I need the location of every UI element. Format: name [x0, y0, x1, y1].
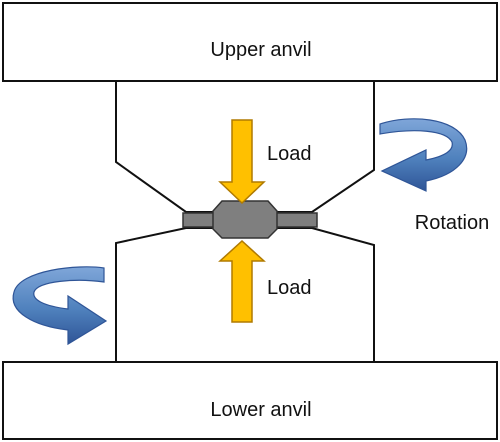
lower-anvil-label: Lower anvil — [210, 399, 311, 421]
lower-anvil-block — [2, 361, 498, 440]
sample-disc — [182, 200, 318, 239]
load-bottom-label: Load — [267, 277, 312, 299]
load-top-label: Load — [267, 143, 312, 165]
rotation-arrow-right-icon — [379, 118, 468, 192]
rotation-arrow-left-icon — [12, 266, 108, 346]
rotation-label: Rotation — [415, 212, 490, 234]
upper-anvil-label: Upper anvil — [210, 39, 311, 61]
load-arrow-bottom-icon — [218, 239, 266, 323]
upper-anvil-block — [2, 2, 498, 82]
load-arrow-top-icon — [218, 119, 266, 205]
